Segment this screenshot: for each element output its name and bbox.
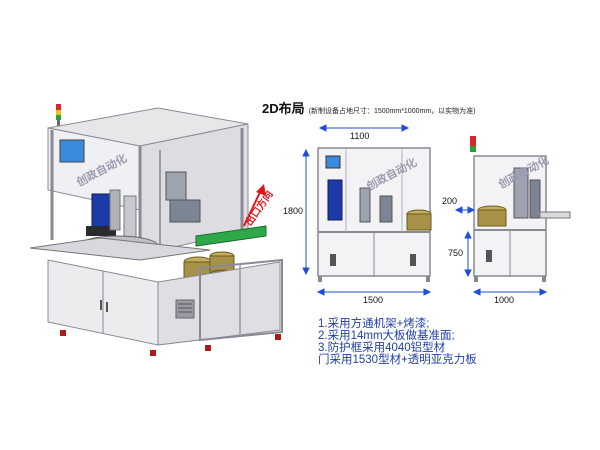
dimension-750: 750 [448,248,464,258]
side-view-machine [470,136,571,282]
dimension-1800: 1800 [283,206,304,216]
dimension-1000: 1000 [494,295,515,305]
spec-note: 门采用1530型材+透明亚克力板 [318,354,477,366]
spec-notes: 1.采用方通机架+烤漆; 2.采用14mm大板做基准面; 3.防护框采用4040… [318,318,477,366]
exit-arrow [243,184,266,227]
layout-subtitle: (新制设备占地尺寸：1500mm*1000mm，以实物为准) [308,108,476,115]
layout-title-text: 2D布局 [262,101,305,116]
dimension-lines [302,124,548,296]
layout-title: 2D布局(新制设备占地尺寸：1500mm*1000mm，以实物为准) [262,98,475,117]
spec-note: 2.采用14mm大板做基准面; [318,330,455,342]
dimension-1500: 1500 [363,295,384,305]
dimension-1100: 1100 [350,131,370,141]
spec-note: 1.采用方通机架+烤漆; [318,318,430,330]
isometric-machine [29,104,283,356]
front-view-machine [317,147,432,282]
dimension-200: 200 [442,196,458,206]
spec-note: 3.防护框采用4040铝型材 [318,342,446,354]
